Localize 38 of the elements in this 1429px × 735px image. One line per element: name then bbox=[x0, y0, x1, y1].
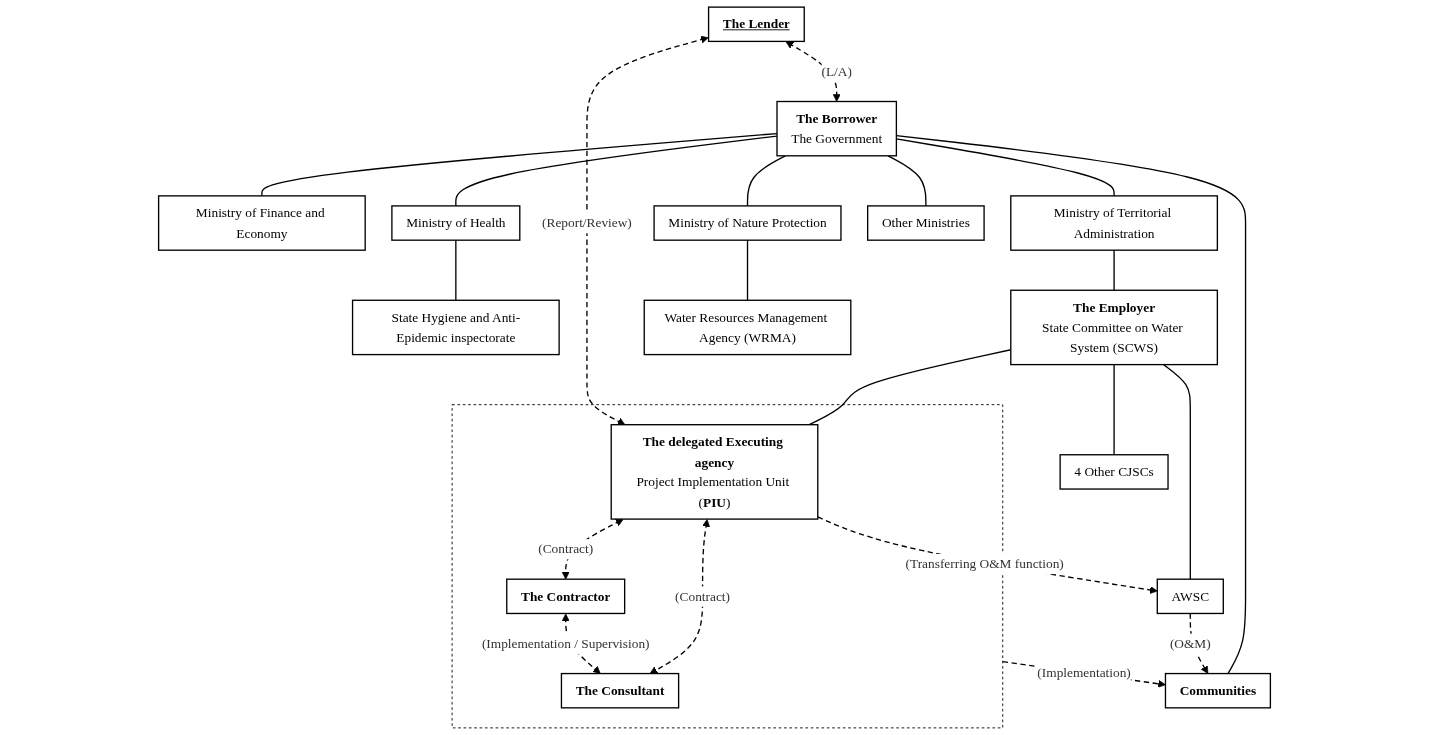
connector bbox=[887, 155, 927, 207]
node-box: Ministry of Health bbox=[391, 205, 521, 241]
node-box: Ministry of Finance and Economy bbox=[157, 195, 366, 251]
edge-label: (Implementation / Supervision) bbox=[481, 636, 650, 651]
node-box: The Contractor bbox=[506, 578, 626, 615]
connector bbox=[261, 132, 778, 197]
connector bbox=[1113, 363, 1115, 456]
edge-label: (Transferring O&M function) bbox=[905, 556, 1064, 571]
node-box: Water Resources Management Agency (WRMA) bbox=[643, 299, 852, 356]
node-box: AWSC bbox=[1156, 578, 1224, 615]
arrow bbox=[561, 518, 624, 580]
node-box: Ministry of Nature Protection bbox=[653, 205, 842, 241]
node-box: State Hygiene and Anti-Epidemic inspectorate bbox=[351, 299, 560, 356]
connector bbox=[746, 155, 787, 207]
arrow bbox=[649, 519, 710, 674]
edge-label: (L/A) bbox=[821, 64, 852, 79]
node-box: Ministry of Territorial Administration bbox=[1010, 195, 1219, 251]
edge-label: (Contract) bbox=[675, 588, 730, 604]
edge-label: (Contract) bbox=[538, 541, 594, 557]
edge-label: (Implementation) bbox=[1037, 665, 1131, 681]
node-box: Communities bbox=[1164, 672, 1272, 709]
node-box: The Lender bbox=[707, 6, 805, 43]
connector bbox=[1162, 363, 1191, 580]
connector bbox=[746, 239, 749, 301]
connector bbox=[455, 135, 778, 207]
connector bbox=[455, 239, 457, 301]
connector bbox=[1113, 249, 1115, 291]
node-box: The delegated Executing agency Project Implementation Unit (PIU) bbox=[610, 424, 819, 520]
node-box: The Employer State Committee on Water System (SCWS) bbox=[1010, 289, 1219, 366]
edge-label: (O&M) bbox=[1169, 636, 1211, 651]
node-box: The Borrower The Government bbox=[776, 100, 898, 157]
arrow bbox=[586, 35, 709, 426]
arrow bbox=[785, 41, 841, 102]
node-box: 4 Other CJSCs bbox=[1059, 454, 1169, 490]
node-box: Other Ministries bbox=[867, 205, 985, 241]
arrow bbox=[817, 516, 1158, 594]
edge-label: (Report/Review) bbox=[542, 215, 632, 230]
node-box: The Consultant bbox=[560, 672, 680, 709]
